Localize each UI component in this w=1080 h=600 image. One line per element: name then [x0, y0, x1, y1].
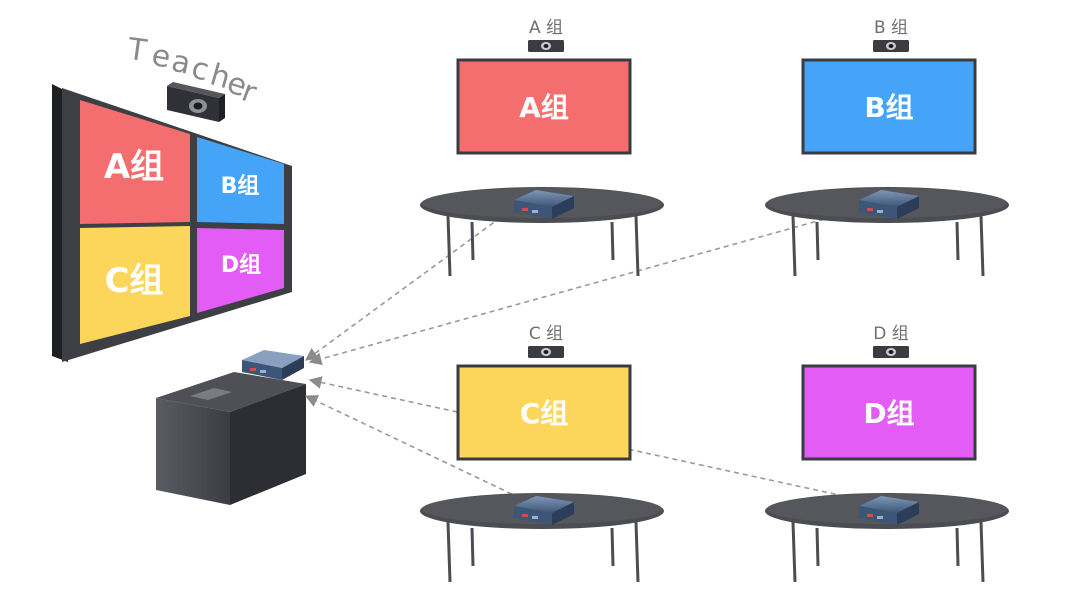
group-screen-label: A组	[519, 91, 569, 124]
teacher-camera-icon	[167, 82, 225, 122]
teacher-panel-b	[197, 137, 284, 224]
teacher-panel-c	[80, 226, 190, 344]
teacher-panel-a-label: A组	[104, 147, 164, 187]
group-host-device	[859, 190, 919, 219]
group-title: A 组	[529, 18, 563, 38]
group-station-a: A 组 A组	[420, 18, 664, 277]
teacher-letter: T	[125, 32, 150, 69]
group-screen	[801, 58, 977, 155]
teacher-title: T e a c h e r	[125, 32, 262, 111]
teacher-podium	[156, 372, 306, 505]
group-screen-label: C组	[520, 397, 569, 430]
group-screen	[801, 364, 977, 461]
teacher-panel-b-label: B组	[221, 173, 260, 199]
group-host-device	[859, 496, 919, 525]
connection-line-a	[304, 211, 509, 361]
connection-line-c	[304, 395, 521, 499]
group-station-c: C 组 C组	[420, 324, 664, 583]
group-screen-label: B组	[864, 91, 913, 124]
group-host-device	[514, 190, 574, 219]
group-screen-label: D组	[863, 397, 914, 430]
group-station-d: D 组 D组	[765, 324, 1009, 583]
teacher-panel-d	[197, 228, 284, 313]
group-camera-icon	[873, 346, 909, 358]
group-camera-icon	[873, 40, 909, 52]
teacher-host-device	[242, 350, 304, 380]
group-screen	[456, 58, 632, 155]
teacher-panel-d-label: D组	[221, 252, 261, 278]
group-title: D 组	[873, 324, 909, 344]
group-station-b: B 组 B组	[765, 18, 1009, 277]
group-title: C 组	[529, 324, 563, 344]
teacher-panel-c-label: C组	[105, 261, 164, 301]
group-host-device	[514, 496, 574, 525]
teacher-panel-a	[80, 100, 190, 224]
teacher-display: A组 B组 C组 D组	[52, 84, 292, 362]
group-title: B 组	[874, 18, 908, 38]
group-camera-icon	[528, 346, 564, 358]
group-screen	[456, 364, 632, 461]
group-camera-icon	[528, 40, 564, 52]
connection-line-b	[308, 211, 851, 366]
